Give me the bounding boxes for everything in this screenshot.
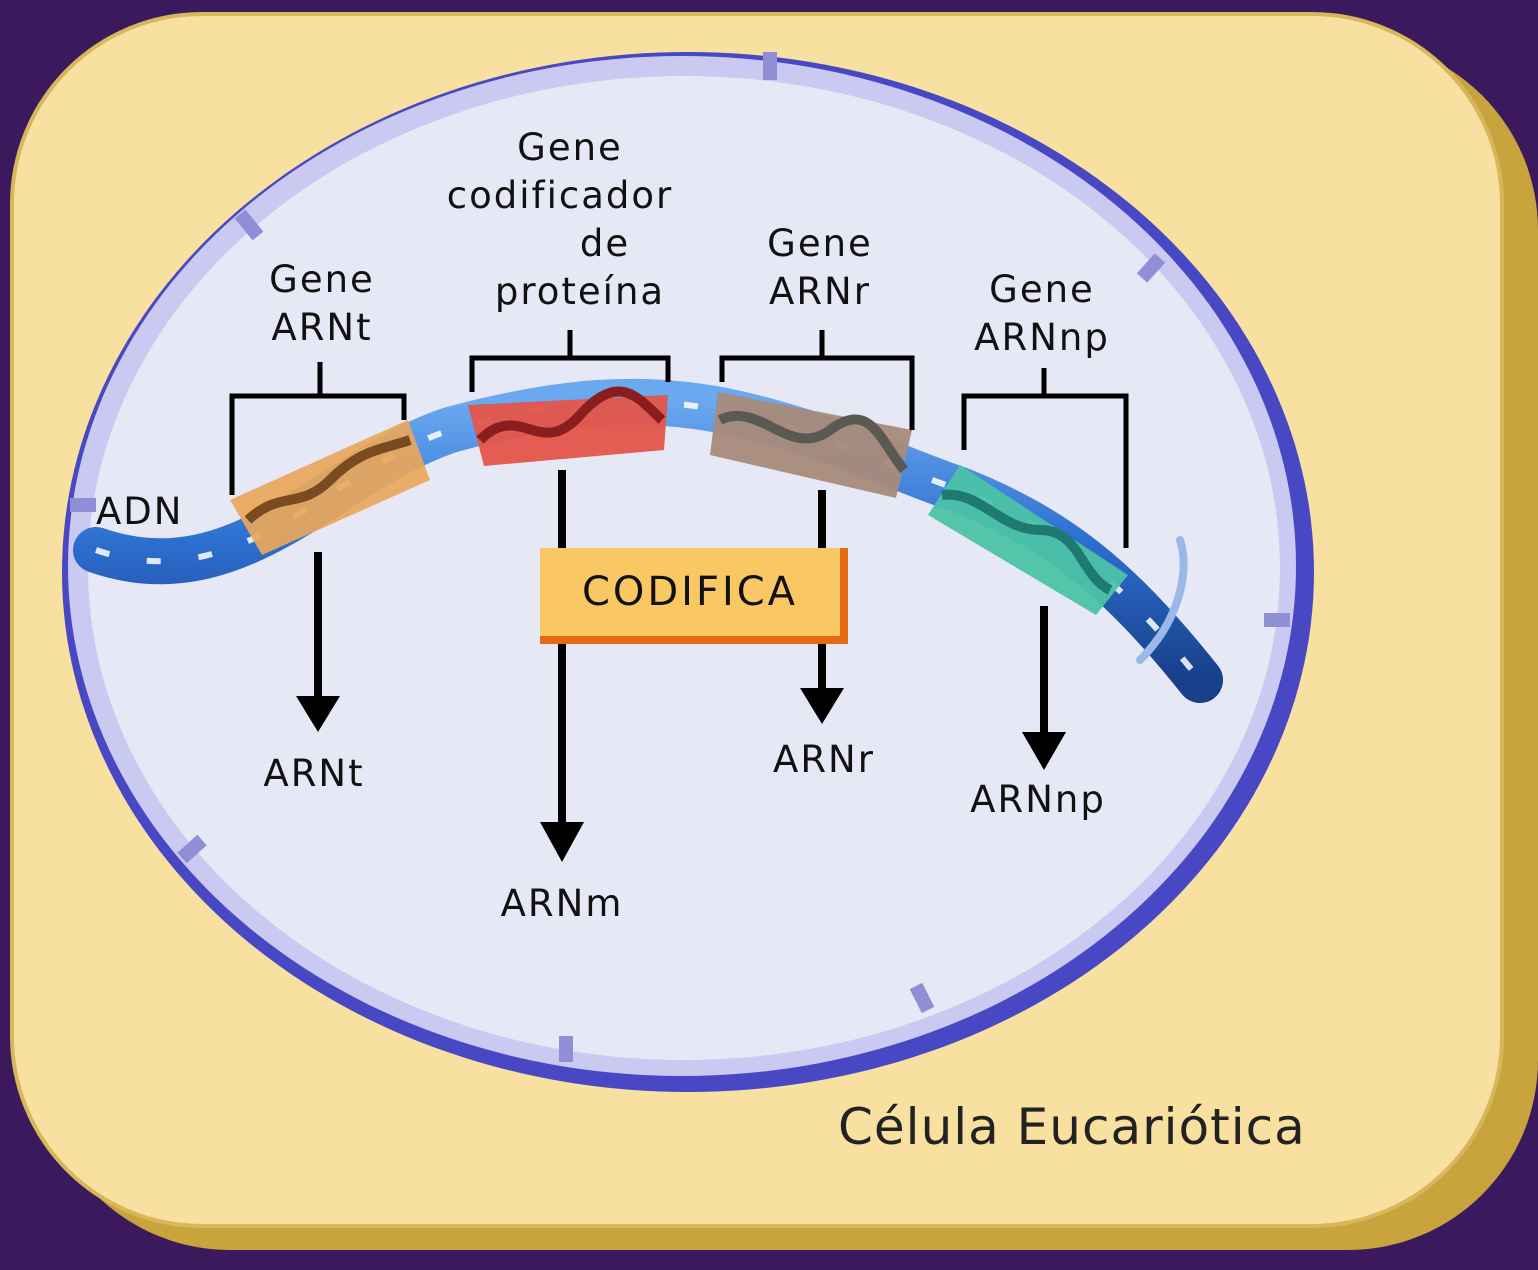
dna-label: ADN (96, 488, 183, 536)
gene-label-protein-line1: Gene (440, 124, 680, 172)
gene-label-snrna: Gene ARNnp (912, 266, 1172, 362)
cell-caption: Célula Eucariótica (838, 1098, 1306, 1156)
product-label-trna: ARNt (204, 750, 424, 798)
gene-label-rrna: Gene ARNr (690, 220, 950, 316)
product-label-rrna: ARNr (714, 736, 934, 784)
gene-label-protein-line4: proteína (440, 268, 680, 316)
codes-box: CODIFICA (540, 548, 848, 644)
gene-label-trna: Gene ARNt (192, 256, 452, 352)
product-label-mrna: ARNm (452, 880, 672, 928)
gene-label-protein: Gene codificador de proteína (440, 124, 680, 316)
gene-label-protein-line3: de (440, 220, 680, 268)
gene-label-rrna-line2: ARNr (690, 268, 950, 316)
gene-label-protein-line2: codificador (440, 172, 680, 220)
gene-label-trna-line1: Gene (192, 256, 452, 304)
product-label-snrna: ARNnp (928, 776, 1148, 824)
gene-label-trna-line2: ARNt (192, 304, 452, 352)
gene-label-snrna-line2: ARNnp (912, 314, 1172, 362)
gene-label-rrna-line1: Gene (690, 220, 950, 268)
gene-label-snrna-line1: Gene (912, 266, 1172, 314)
